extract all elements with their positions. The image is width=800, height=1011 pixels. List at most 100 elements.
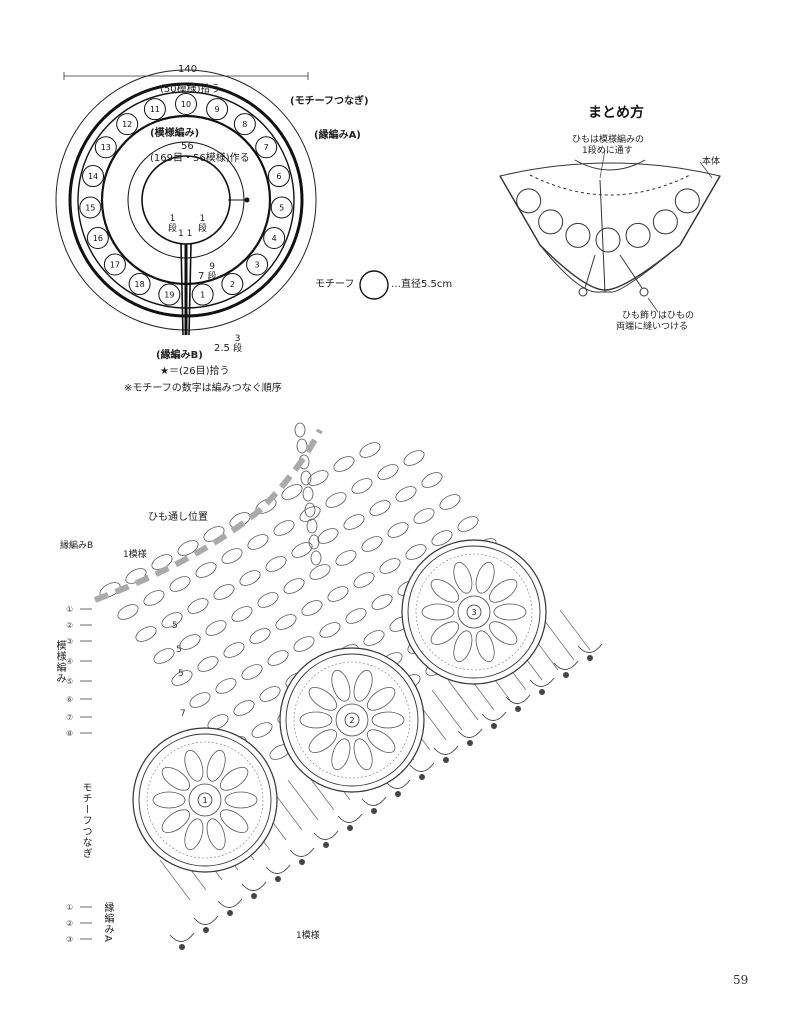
chain-stitch bbox=[296, 438, 308, 454]
cord-decorations bbox=[578, 254, 649, 297]
schematic-motif-number: 14 bbox=[88, 172, 98, 181]
decor-note-line2: 両端に縫いつける bbox=[616, 322, 689, 332]
mesh-loop bbox=[421, 472, 443, 488]
schematic-motif: 7 bbox=[255, 136, 278, 159]
schematic-motif-number: 9 bbox=[215, 105, 220, 114]
mesh-loop bbox=[207, 714, 229, 730]
mesh-loop bbox=[307, 470, 329, 486]
picot bbox=[227, 910, 233, 916]
row-number: ⑧ bbox=[66, 729, 73, 738]
edge-scallop bbox=[577, 643, 603, 653]
assembly-motif-circle bbox=[565, 222, 591, 248]
mesh-loop bbox=[265, 556, 287, 572]
mesh-loop bbox=[257, 592, 279, 608]
mesh-loop bbox=[325, 492, 347, 508]
motif-legend-label: モチーフ bbox=[315, 279, 355, 290]
pickup-top-label: (50模様)拾う bbox=[160, 84, 221, 95]
mesh-loop bbox=[291, 542, 313, 558]
row-number: ⑤ bbox=[66, 677, 73, 686]
mesh-loop bbox=[249, 628, 271, 644]
chart-motif-number: 3 bbox=[471, 608, 476, 617]
picot bbox=[275, 876, 281, 882]
mesh-loop bbox=[345, 608, 367, 624]
schematic-motif-number: 8 bbox=[242, 120, 247, 129]
cord-position-label: ひも通し位置 bbox=[148, 512, 208, 523]
motif-legend-circle bbox=[359, 270, 389, 300]
edge-scallop bbox=[385, 779, 411, 789]
assembly-motif-circle bbox=[595, 227, 621, 253]
edge-scallop bbox=[529, 677, 555, 687]
edge-scallop bbox=[217, 898, 243, 908]
schematic-motif: 16 bbox=[86, 227, 109, 250]
schematic-motif: 2 bbox=[221, 273, 244, 296]
picot bbox=[347, 825, 353, 831]
schematic-motif-number: 17 bbox=[110, 261, 120, 270]
schematic-motif-number: 16 bbox=[93, 234, 103, 243]
edge-scallop bbox=[169, 932, 195, 942]
chart-motif: 2 bbox=[279, 647, 425, 793]
mesh-loop bbox=[267, 650, 289, 666]
schematic-motif: 8 bbox=[233, 113, 256, 136]
schematic-motif-number: 7 bbox=[264, 143, 269, 152]
front-opening-slit bbox=[180, 243, 192, 336]
mesh-loop bbox=[179, 634, 201, 650]
assembly-title: まとめ方 bbox=[588, 105, 644, 121]
mesh-loop bbox=[247, 534, 269, 550]
edge-scallop bbox=[409, 762, 435, 772]
mesh-loop bbox=[403, 450, 425, 466]
schematic-motif: 5 bbox=[270, 196, 293, 219]
schematic-motif: 19 bbox=[158, 283, 181, 306]
row-number: ③ bbox=[66, 935, 73, 944]
mesh-loop bbox=[387, 522, 409, 538]
mesh-loop bbox=[353, 572, 375, 588]
chart-motif: 3 bbox=[401, 539, 547, 685]
edge-scallop bbox=[553, 660, 579, 670]
mesh-loop bbox=[273, 520, 295, 536]
edge-scallop bbox=[433, 745, 459, 755]
schematic-motif-number: 5 bbox=[279, 203, 284, 212]
stitch-line bbox=[431, 689, 463, 731]
assembly-motif-circle bbox=[652, 209, 678, 235]
mesh-loop bbox=[153, 648, 175, 664]
mesh-loop bbox=[171, 670, 193, 686]
rows-center: 1 1 bbox=[178, 229, 193, 239]
mesh-loop bbox=[281, 484, 303, 500]
edge-scallop bbox=[457, 728, 483, 738]
assembly-motif-circle bbox=[516, 188, 542, 214]
row-number: ② bbox=[66, 919, 73, 928]
side-pattern-label: 模様編み bbox=[54, 640, 65, 684]
pattern-label: (模様編み) bbox=[150, 128, 200, 139]
schematic-motif-number: 18 bbox=[135, 280, 145, 289]
picot bbox=[299, 859, 305, 865]
mesh-loop bbox=[379, 558, 401, 574]
cord-note-line2: 1段めに通す bbox=[582, 146, 633, 156]
chart-motifs: 123 bbox=[132, 539, 547, 873]
stitch-line bbox=[159, 859, 191, 901]
edge-scallop bbox=[241, 881, 267, 891]
mesh-loop bbox=[327, 586, 349, 602]
mesh-loop bbox=[205, 620, 227, 636]
schematic-motif-number: 6 bbox=[276, 172, 281, 181]
picot bbox=[539, 689, 545, 695]
schematic-motif-number: 3 bbox=[255, 261, 260, 270]
row-number: ② bbox=[66, 621, 73, 630]
picot bbox=[419, 774, 425, 780]
schematic-motif: 3 bbox=[246, 253, 269, 276]
edge-a-label: (縁編みA) bbox=[314, 130, 361, 141]
row-number: ③ bbox=[66, 637, 73, 646]
schematic-motif: 13 bbox=[94, 136, 117, 159]
mesh-loop bbox=[351, 478, 373, 494]
schematic-motif: 9 bbox=[206, 98, 229, 121]
edge-b-label: (縁編みB) bbox=[156, 350, 203, 361]
mesh-loop bbox=[309, 564, 331, 580]
chain-stitch bbox=[308, 534, 320, 550]
mesh-loop bbox=[187, 598, 209, 614]
mesh-loop bbox=[275, 614, 297, 630]
mesh-loop bbox=[231, 606, 253, 622]
chain-stitch bbox=[310, 550, 322, 566]
edge-scallop bbox=[481, 711, 507, 721]
